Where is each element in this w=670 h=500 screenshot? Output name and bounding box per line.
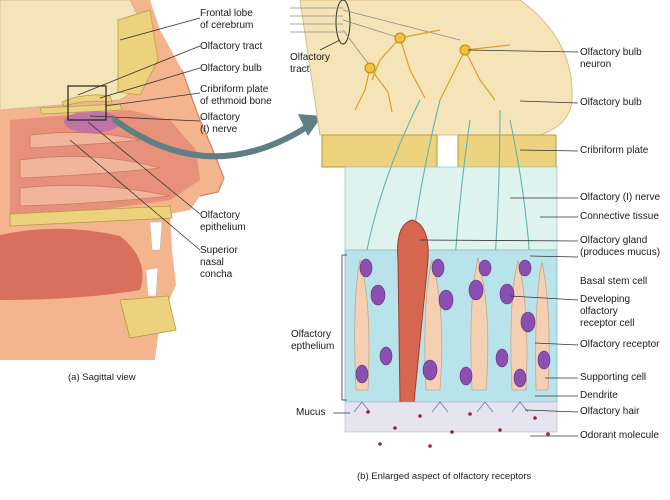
right-leader-lines xyxy=(319,39,579,437)
label-olfactory-epithelium-left: Olfactory epithelium xyxy=(200,210,246,233)
olfactory-hairs xyxy=(353,401,529,413)
label-olfactory-epithelium-right: Olfactory epthelium xyxy=(291,329,335,352)
label-superior-nasal-concha: Superior nasal concha xyxy=(200,245,238,280)
label-mucus: Mucus xyxy=(296,407,326,418)
lower-teeth xyxy=(145,267,159,297)
label-supporting-cell: Supporting cell xyxy=(580,372,647,383)
left-leader-lines xyxy=(69,17,201,251)
label-cribriform-plate-right: Cribriform plate xyxy=(580,145,649,156)
label-olfactory-tract-left: Olfactory tract xyxy=(200,41,263,52)
bulb-neuron-3 xyxy=(364,62,376,74)
frontal-sinus xyxy=(117,9,159,96)
concha-superior xyxy=(29,132,141,149)
zoom-box xyxy=(67,85,107,121)
olfactory-gland xyxy=(397,219,429,403)
left-cribriform-plate xyxy=(39,103,123,115)
hard-palate xyxy=(9,205,173,227)
label-olfactory-hair: Olfactory hair xyxy=(580,406,640,417)
nose-outline xyxy=(181,69,225,197)
olfactory-bulb-dome xyxy=(299,0,573,136)
olfactory-region-highlight xyxy=(64,111,120,133)
label-olfactory-gland: Olfactory gland (produces mucus) xyxy=(580,235,661,258)
label-olfactory-bulb-right: Olfactory bulb xyxy=(580,97,642,108)
upper-teeth xyxy=(149,221,163,251)
label-olfactory-nerve-right: Olfactory (I) nerve xyxy=(580,192,661,203)
bulb-neuron-1 xyxy=(394,32,406,44)
zoom-arrow-head xyxy=(298,114,322,136)
label-basal-stem-cell: Basal stem cell xyxy=(580,276,648,287)
label-olfactory-nerve-left: Olfactory (I) nerve xyxy=(200,112,241,135)
cribriform-plate-right xyxy=(457,134,557,168)
mandible xyxy=(119,295,177,339)
caption-sagittal-view: (a) Sagittal view xyxy=(68,372,136,383)
label-connective-tissue: Connective tissue xyxy=(580,211,659,222)
tongue xyxy=(0,228,143,300)
label-olfactory-receptor: Olfactory receptor xyxy=(580,339,660,350)
bulb-neurons xyxy=(354,29,511,113)
tract-fibers xyxy=(290,7,461,67)
caption-enlarged-aspect: (b) Enlarged aspect of olfactory recepto… xyxy=(357,471,532,482)
label-developing-receptor: Developing olfactory receptor cell xyxy=(580,294,635,329)
label-dendrite: Dendrite xyxy=(580,390,618,401)
label-olfactory-bulb-left: Olfactory bulb xyxy=(200,63,262,74)
label-olfactory-tract-right: Olfactory tract xyxy=(290,52,331,75)
mucus-layer xyxy=(344,401,558,433)
zoom-arrow xyxy=(112,117,313,160)
cribriform-plate-left xyxy=(321,134,438,168)
label-olfactory-bulb-neuron: Olfactory bulb neuron xyxy=(580,47,642,70)
concha-middle xyxy=(19,156,161,179)
sagittal-head-illustration xyxy=(0,0,225,360)
label-odorant-molecule: Odorant molecule xyxy=(580,430,659,441)
epithelium-bracket xyxy=(341,254,347,401)
odorant-molecules xyxy=(366,410,550,448)
cell-nuclei xyxy=(355,258,551,388)
left-olfactory-bulb xyxy=(61,94,113,107)
enlarged-receptor-illustration xyxy=(290,0,573,448)
label-frontal-lobe: Frontal lobe of cerebrum xyxy=(200,8,254,31)
concha-inferior xyxy=(19,184,171,207)
label-cribriform-plate-left: Cribriform plate of ethmoid bone xyxy=(200,84,272,107)
